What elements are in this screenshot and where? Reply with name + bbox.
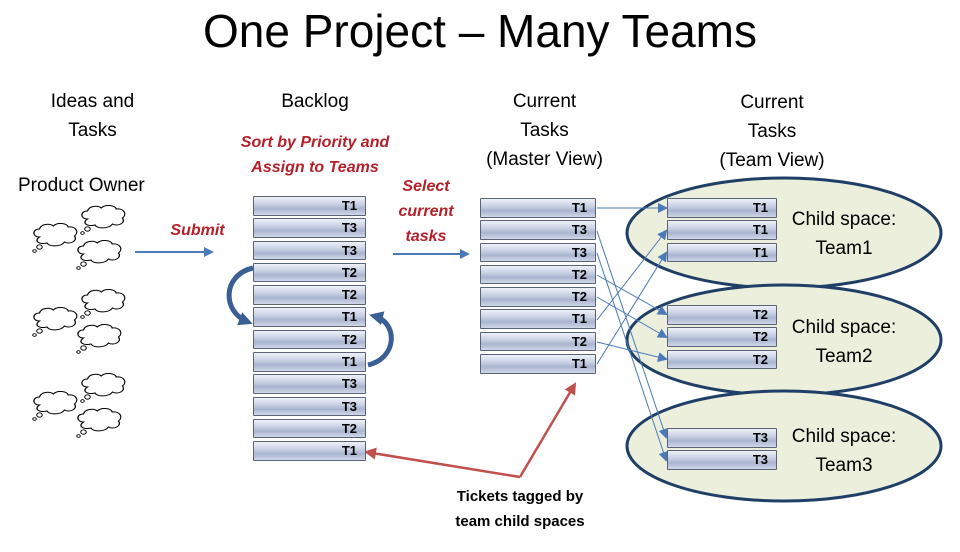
master-task: T1 (480, 198, 596, 218)
mapping-lines (596, 203, 669, 462)
team1-task: T1 (667, 242, 777, 263)
master-task: T2 (480, 264, 596, 285)
backlog-heading: Backlog (281, 91, 349, 112)
backlog-task: T3 (253, 396, 366, 417)
tickets-tagged-label: Tickets tagged by team child spaces (455, 488, 585, 530)
backlog-task: T3 (253, 218, 366, 238)
master-task: T3 (480, 242, 596, 263)
backlog-task: T3 (253, 374, 366, 394)
master-view-heading: Current Tasks (Master View) (486, 91, 603, 170)
submit-label: Submit (170, 222, 225, 239)
team2-task: T2 (667, 349, 777, 370)
team-view-heading: Current Tasks (Team View) (719, 92, 825, 171)
backlog-task: T2 (253, 262, 366, 283)
backlog-task: T1 (253, 196, 366, 216)
team2-task: T2 (667, 305, 777, 325)
master-task: T3 (480, 220, 596, 240)
backlog-task: T1 (253, 441, 366, 461)
team1-task: T1 (667, 220, 777, 240)
ideas-heading: Ideas and Tasks (50, 91, 135, 141)
master-task: T1 (480, 309, 596, 329)
reorder-curve-arrow (367, 311, 394, 368)
idea-clouds (32, 204, 126, 439)
page-title: One Project – Many Teams (203, 5, 757, 57)
team1-task: T1 (667, 198, 777, 218)
master-task: T2 (480, 331, 596, 352)
sort-assign-label: Sort by Priority and Assign to Teams (240, 134, 390, 176)
backlog-task: T2 (253, 418, 366, 439)
team3-label: Child space: Team3 (791, 426, 897, 476)
team2-task: T2 (667, 327, 777, 347)
team1-label: Child space: Team1 (791, 209, 897, 259)
backlog-task: T1 (253, 307, 366, 327)
backlog-task: T1 (253, 352, 366, 372)
backlog-task: T2 (253, 329, 366, 350)
reorder-curve-arrow (226, 265, 254, 326)
tag-arrow-master (518, 382, 577, 478)
tag-arrow-backlog (364, 447, 521, 479)
team3-task: T3 (667, 450, 777, 470)
product-owner-label: Product Owner (18, 175, 145, 196)
backlog-task: T3 (253, 240, 366, 261)
team3-task: T3 (667, 428, 777, 448)
team3-ellipse (625, 389, 943, 503)
master-task: T2 (480, 287, 596, 307)
master-task: T1 (480, 354, 596, 374)
select-current-label: Select current tasks (398, 178, 454, 245)
backlog-task: T2 (253, 285, 366, 305)
team2-label: Child space: Team2 (791, 317, 897, 367)
